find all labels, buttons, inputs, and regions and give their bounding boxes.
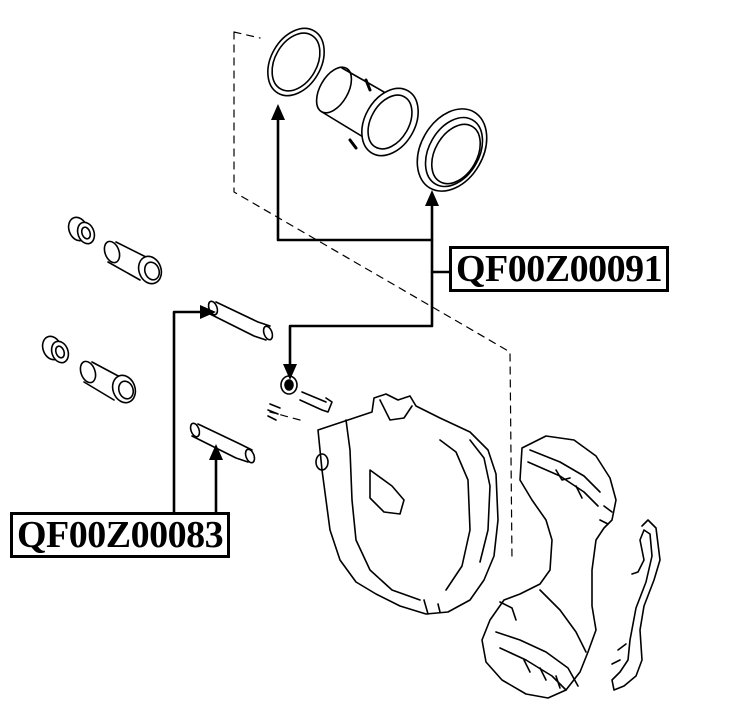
guide-sleeve <box>79 360 137 404</box>
guide-pin <box>189 422 256 464</box>
part-number-label-guide-pin-kit[interactable]: QF00Z00083 <box>10 512 231 558</box>
piston-dust-boot <box>416 108 488 192</box>
guide-sleeve <box>103 240 163 285</box>
part-number-label-seal-kit[interactable]: QF00Z00091 <box>449 246 670 292</box>
anti-rattle-spring <box>611 519 661 691</box>
caliper-housing <box>315 393 499 615</box>
leader-lines-seal-kit <box>276 116 454 372</box>
guide-bushing-small <box>67 216 96 245</box>
piston-seal-ring <box>267 27 325 97</box>
bleeder-cap <box>280 375 298 395</box>
caliper-bracket <box>481 435 617 699</box>
bleeder-screw <box>267 391 333 421</box>
guide-pin <box>207 300 274 341</box>
arrowheads-seal-kit <box>271 104 439 380</box>
caliper-piston <box>315 66 419 157</box>
guide-bushing-small <box>41 335 70 364</box>
leader-lines-guide-pin-kit <box>172 310 218 518</box>
arrowheads-guide-pin-kit <box>200 305 223 460</box>
